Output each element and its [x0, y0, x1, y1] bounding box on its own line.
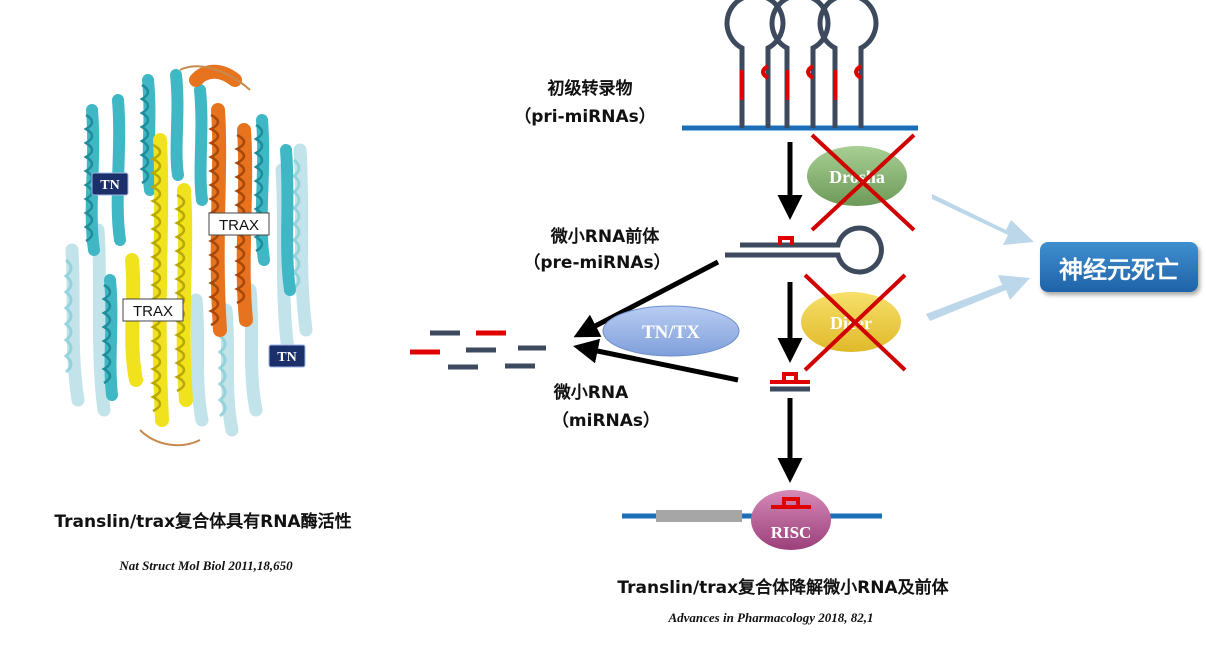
left-citation: Nat Struct Mol Biol 2011,18,650: [118, 558, 293, 573]
left-caption: Translin/trax复合体具有RNA酶活性: [54, 511, 351, 532]
svg-text:RISC: RISC: [771, 523, 812, 542]
risc-complex: RISC: [622, 490, 882, 550]
trax-tag-upper: TRAX: [208, 212, 270, 236]
svg-text:TRAX: TRAX: [219, 217, 259, 234]
arrows-to-neuron-death: [926, 194, 1034, 321]
neuron-death-label: 神经元死亡: [1059, 255, 1179, 284]
tn-tag-lower: TN: [268, 344, 306, 368]
pri-label-cn: 初级转录物: [548, 78, 633, 99]
protein-structure: [63, 64, 313, 447]
pri-mirna-structure: [682, 0, 918, 131]
mirna-duplex: [770, 372, 810, 392]
tntx-complex: TN/TX: [602, 305, 740, 357]
pre-mirna-structure: [725, 225, 884, 275]
trax-tag-lower: TRAX: [122, 298, 184, 322]
svg-text:TN: TN: [100, 178, 119, 193]
right-caption: Translin/trax复合体降解微小RNA及前体: [617, 577, 949, 598]
dicer-cross-icon: [803, 273, 907, 372]
svg-text:TN: TN: [277, 350, 296, 365]
right-citation: Advances in Pharmacology 2018, 82,1: [667, 610, 873, 625]
pri-label-en: （pri-miRNAs）: [514, 106, 656, 127]
rna-fragments: [410, 330, 546, 370]
pre-label-cn: 微小RNA前体: [550, 226, 660, 247]
pre-label-en: （pre-miRNAs）: [523, 252, 670, 273]
mirna-label-en: （miRNAs）: [552, 410, 660, 431]
neuron-death-box: 神经元死亡: [1040, 242, 1198, 292]
mirna-label-cn: 微小RNA: [553, 382, 629, 403]
svg-text:TRAX: TRAX: [133, 303, 173, 320]
drosha-cross-icon: [810, 133, 916, 232]
drosha-enzyme: Drosha: [807, 133, 916, 232]
svg-text:TN/TX: TN/TX: [642, 322, 700, 343]
dicer-enzyme: Dicer: [801, 273, 907, 372]
arrow-mirna-to-fragments: [573, 338, 739, 383]
arrow-pre-to-fragments: [573, 259, 720, 338]
tn-tag-upper: TN: [91, 172, 129, 196]
